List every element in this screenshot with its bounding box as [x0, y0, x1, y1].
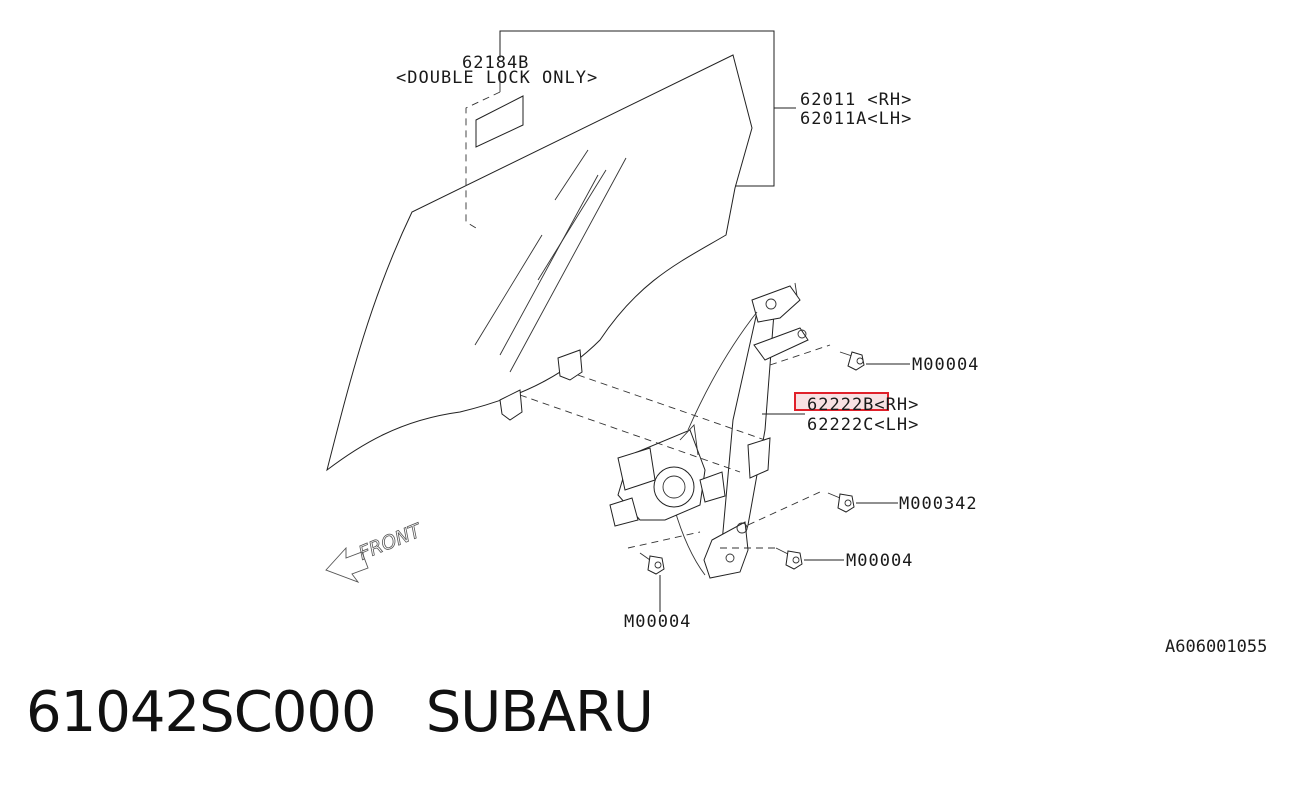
leader-lines	[659, 363, 910, 612]
regulator-rh-label: 62222B<RH>	[807, 395, 919, 415]
mounting-guides	[519, 344, 831, 549]
glass-trim-note-label: <DOUBLE LOCK ONLY>	[396, 68, 598, 88]
page-caption: 61042SC000 SUBARU	[26, 680, 654, 745]
bolt-upper-icon	[839, 351, 865, 371]
glass-trim-code-label: 62184B	[462, 53, 529, 73]
glass-rh-label: 62011 <RH>	[800, 90, 912, 110]
front-direction-arrow-icon: FRONT	[325, 519, 426, 583]
door-glass	[326, 54, 753, 472]
bolt-bottom-label: M00004	[624, 612, 691, 632]
bolt-lower-right-label: M00004	[846, 551, 913, 571]
bolt-mid-label: M000342	[899, 494, 978, 514]
brand-name: SUBARU	[425, 680, 654, 745]
double-lock-pad	[465, 72, 524, 229]
bolt-upper-label: M00004	[912, 355, 979, 375]
bolt-bottom-icon	[639, 552, 665, 575]
window-regulator	[609, 282, 809, 579]
regulator-lh-label: 62222C<LH>	[807, 415, 919, 435]
regulator-part-highlight	[794, 392, 889, 411]
glass-callout-bracket	[499, 30, 796, 187]
bolt-lower-right-icon	[775, 547, 803, 570]
illustration-ref-label: A606001055	[1165, 637, 1267, 657]
front-label: FRONT	[356, 519, 426, 564]
glass-lh-label: 62011A<LH>	[800, 109, 912, 129]
bolt-mid-icon	[827, 492, 855, 513]
part-number: 61042SC000	[26, 680, 377, 745]
